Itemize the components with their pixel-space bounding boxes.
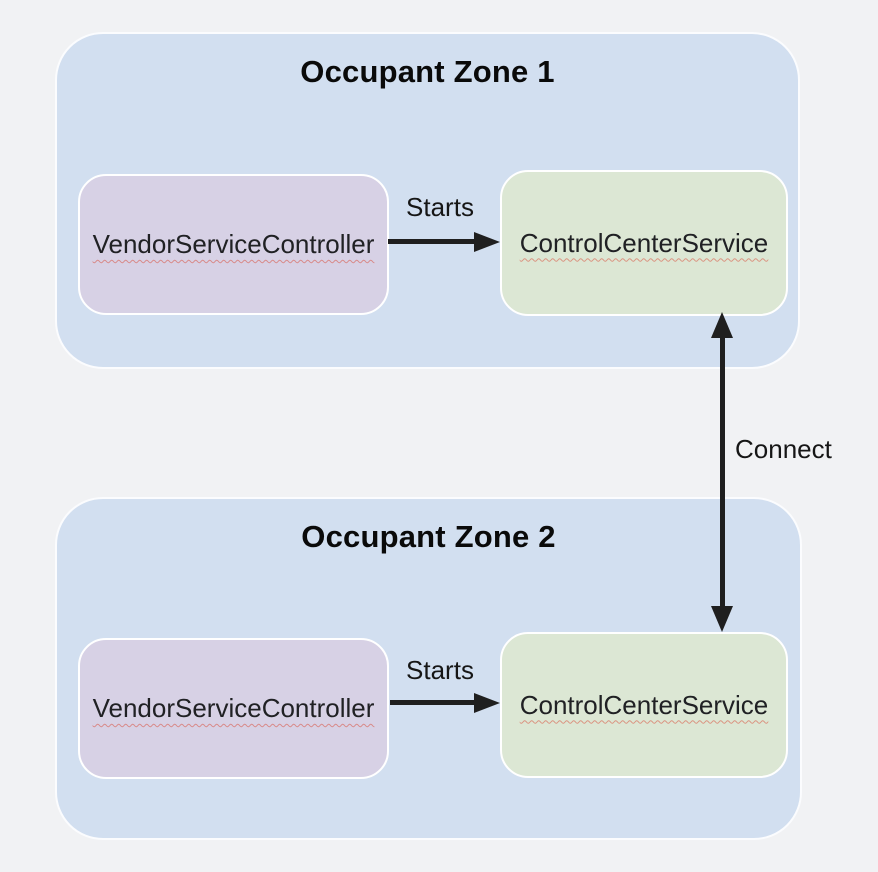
starts-arrow-1	[388, 239, 476, 244]
connect-arrow-bottom-head-icon	[711, 606, 733, 632]
control-center-service-box-2: ControlCenterService	[500, 632, 788, 778]
control-center-service-label-2: ControlCenterService	[519, 689, 769, 720]
starts-arrow-2-head-icon	[474, 693, 500, 713]
occupant-zone-2: Occupant Zone 2 VendorServiceController …	[55, 497, 802, 840]
vendor-service-controller-label-2: VendorServiceController	[92, 693, 375, 723]
connect-label: Connect	[735, 434, 832, 464]
occupant-zone-2-title: Occupant Zone 2	[301, 519, 556, 554]
control-center-service-label-1: ControlCenterService	[519, 227, 769, 258]
vendor-service-controller-box-1: VendorServiceController	[78, 174, 389, 315]
starts-arrow-1-head-icon	[474, 232, 500, 252]
starts-arrow-2	[390, 700, 476, 705]
connect-arrow-top-head-icon	[711, 312, 733, 338]
vendor-service-controller-box-2: VendorServiceController	[78, 638, 389, 779]
connect-arrow	[720, 330, 725, 610]
occupant-zone-1: Occupant Zone 1 VendorServiceController …	[55, 32, 800, 369]
control-center-service-box-1: ControlCenterService	[500, 170, 788, 316]
starts-label-2: Starts	[406, 655, 474, 685]
starts-label-1: Starts	[406, 192, 474, 222]
vendor-service-controller-label-1: VendorServiceController	[92, 229, 375, 259]
occupant-zone-1-title: Occupant Zone 1	[300, 54, 555, 89]
